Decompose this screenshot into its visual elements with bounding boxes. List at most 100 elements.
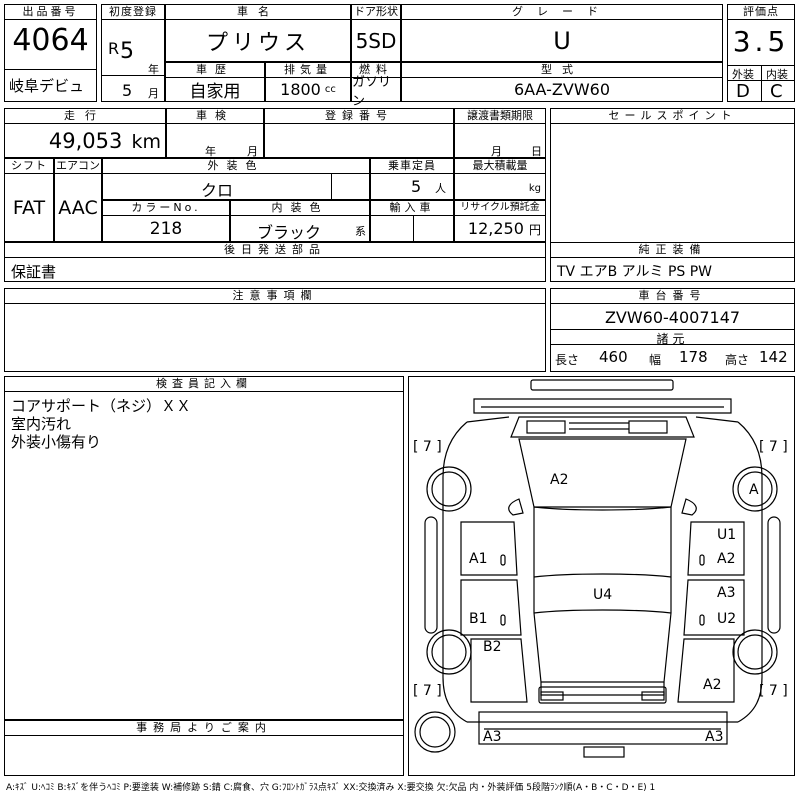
max-load-box: 最大積載量 kg	[454, 158, 546, 200]
mark-rear-right-door-a3: A3	[717, 585, 736, 601]
ext-score: D	[736, 81, 750, 102]
fuel-box: 燃料 ガソリン	[351, 62, 401, 109]
import-box: 輸入車	[370, 200, 454, 242]
capacity-label: 乗車定員	[371, 159, 453, 174]
transfer-day-unit: 日	[531, 145, 542, 158]
notes-label: 注意事項欄	[5, 289, 545, 304]
shift-value: FAT	[12, 196, 46, 219]
import-label: 輸入車	[371, 201, 453, 216]
width-value: 178	[679, 348, 708, 366]
registration-number-label: 登録番号	[265, 109, 453, 124]
inspection-label: 車検	[167, 109, 263, 124]
interior-color-label: 内装色	[231, 201, 369, 216]
model-box: 型式 6AA-ZVW60	[401, 62, 723, 102]
int-score-label: 内装	[766, 68, 788, 81]
tire-rear-right: [ 7 ]	[759, 683, 788, 699]
mileage-label: 走行	[5, 109, 165, 124]
transfer-deadline-box: 譲渡書類期限 月 日	[454, 108, 546, 158]
fuel-label: 燃料	[352, 63, 400, 78]
height-value: 142	[759, 348, 788, 366]
history-label: 車歴	[166, 63, 264, 78]
office-box: 事務局よりご案内	[4, 720, 404, 776]
door-label: ドア形状	[352, 5, 400, 20]
exterior-color-box: 外装色 クロ	[102, 158, 370, 200]
car-name-label: 車名	[166, 5, 350, 20]
inspector-box: 検査員記入欄 コアサポート（ネジ）ＸＸ 室内汚れ 外装小傷有り	[4, 376, 404, 720]
capacity-box: 乗車定員 5 人	[370, 158, 454, 200]
color-number-box: カラーNo. 218	[102, 200, 230, 242]
model-label: 型式	[402, 63, 722, 78]
recycle-unit: 円	[528, 223, 541, 237]
equipment-label: 純正装備	[551, 243, 794, 258]
mileage-unit: km	[131, 131, 161, 153]
ext-score-label: 外装	[732, 68, 754, 81]
grade-box: グレード U	[401, 4, 723, 62]
mark-front-right-door-a2: A2	[717, 551, 736, 567]
auction-site: 岐阜デビュ	[9, 77, 85, 95]
transfer-deadline-label: 譲渡書類期限	[455, 109, 545, 124]
dims-label: 諸元	[656, 332, 689, 346]
mark-rear-bumper-left: A3	[483, 729, 502, 745]
equipment-box: 純正装備 TV エアB アルミ PS PW	[550, 242, 795, 282]
door-box: ドア形状 5SD	[351, 4, 401, 62]
mark-hood: A2	[550, 472, 569, 488]
displacement-value: 1800	[280, 80, 321, 99]
color-number-value: 218	[149, 218, 183, 239]
sales-point-label: セールスポイント	[551, 109, 794, 124]
aircon-label: エアコン	[55, 159, 101, 174]
later-parts-box: 後日発送部品 保証書	[4, 242, 546, 282]
recycle-label: リサイクル預託金	[455, 201, 545, 216]
model-value: 6AA-ZVW60	[513, 80, 611, 99]
length-value: 460	[599, 348, 628, 366]
chassis-box: 車台番号 ZVW60-4007147 諸元 長さ 460 幅 178 高さ 14…	[550, 288, 795, 372]
width-label: 幅	[649, 353, 662, 367]
exterior-color-value: クロ	[200, 181, 233, 200]
lot-label: 出品番号	[5, 5, 96, 20]
mark-front-right-fender: A	[749, 482, 759, 498]
mark-front-right-door-u1: U1	[717, 527, 737, 543]
tire-rear-left: [ 7 ]	[413, 683, 442, 699]
fuel-value: ガソリン	[352, 74, 392, 109]
mark-roof: U4	[593, 587, 613, 603]
car-name-value: プリウス	[205, 30, 310, 56]
history-box: 車歴 自家用	[165, 62, 265, 102]
tire-front-left: [ 7 ]	[413, 439, 442, 455]
int-score: C	[770, 81, 783, 102]
reg-month: 5	[122, 81, 133, 100]
door-value: 5SD	[355, 28, 397, 53]
first-registration-label: 初度登録	[102, 5, 164, 20]
month-unit: 月	[148, 87, 159, 100]
inspection-month-unit: 月	[247, 145, 258, 158]
sales-point-box: セールスポイント	[550, 108, 795, 258]
inspector-line-1: コアサポート（ネジ）ＸＸ	[11, 397, 192, 415]
lot-box: 出品番号 4064 岐阜デビュ	[4, 4, 97, 102]
length-label: 長さ	[555, 353, 580, 367]
car-diagram: [ 7 ] [ 7 ] [ 7 ] [ 7 ] A2 A A1 U1 A2 U4…	[408, 376, 795, 776]
chassis-value: ZVW60-4007147	[604, 308, 741, 327]
grade-value: U	[553, 26, 571, 55]
mark-rear-left-quarter: B2	[483, 639, 502, 655]
chassis-label: 車台番号	[551, 289, 794, 304]
mark-rear-left-door: B1	[469, 611, 488, 627]
displacement-unit: cc	[324, 84, 336, 95]
interior-color-suffix: 系	[355, 225, 366, 238]
score-value: 3.5	[732, 25, 790, 58]
max-load-unit: kg	[528, 183, 541, 194]
mark-rear-right-quarter: A2	[703, 677, 722, 693]
capacity-unit: 人	[435, 182, 446, 195]
grade-label: グレード	[402, 5, 722, 20]
later-parts-label: 後日発送部品	[5, 243, 545, 258]
score-label: 評価点	[728, 5, 794, 20]
shift-label: シフト	[5, 159, 53, 174]
later-parts-value: 保証書	[11, 263, 57, 281]
interior-color-value: ブラック	[257, 223, 322, 242]
inspector-label: 検査員記入欄	[5, 377, 403, 392]
history-value: 自家用	[189, 82, 241, 102]
recycle-box: リサイクル預託金 12,250 円	[454, 200, 546, 242]
car-name-box: 車名 プリウス	[165, 4, 351, 62]
mileage-box: 走行 49,053 km	[4, 108, 166, 158]
reg-year: 5	[120, 39, 134, 64]
mark-rear-bumper-right: A3	[705, 729, 724, 745]
exterior-color-label: 外装色	[103, 159, 369, 174]
mark-rear-right-door-u2: U2	[717, 611, 737, 627]
